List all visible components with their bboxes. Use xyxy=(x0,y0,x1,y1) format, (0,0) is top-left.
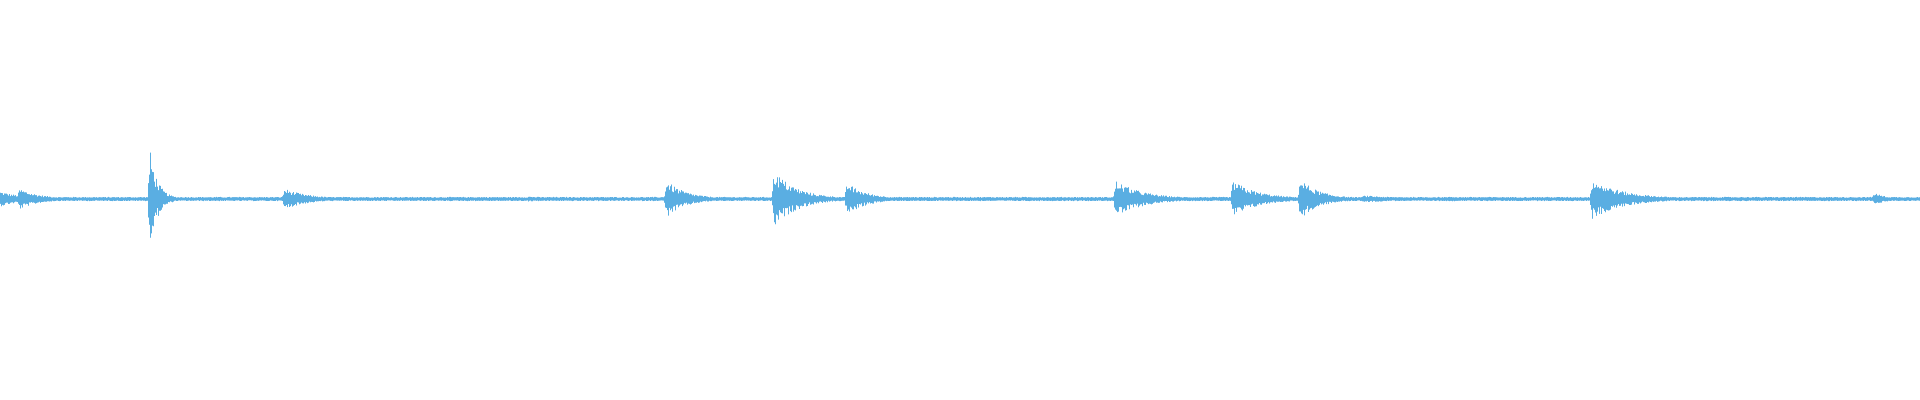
waveform-track xyxy=(0,152,1920,238)
waveform-path xyxy=(0,152,1920,238)
